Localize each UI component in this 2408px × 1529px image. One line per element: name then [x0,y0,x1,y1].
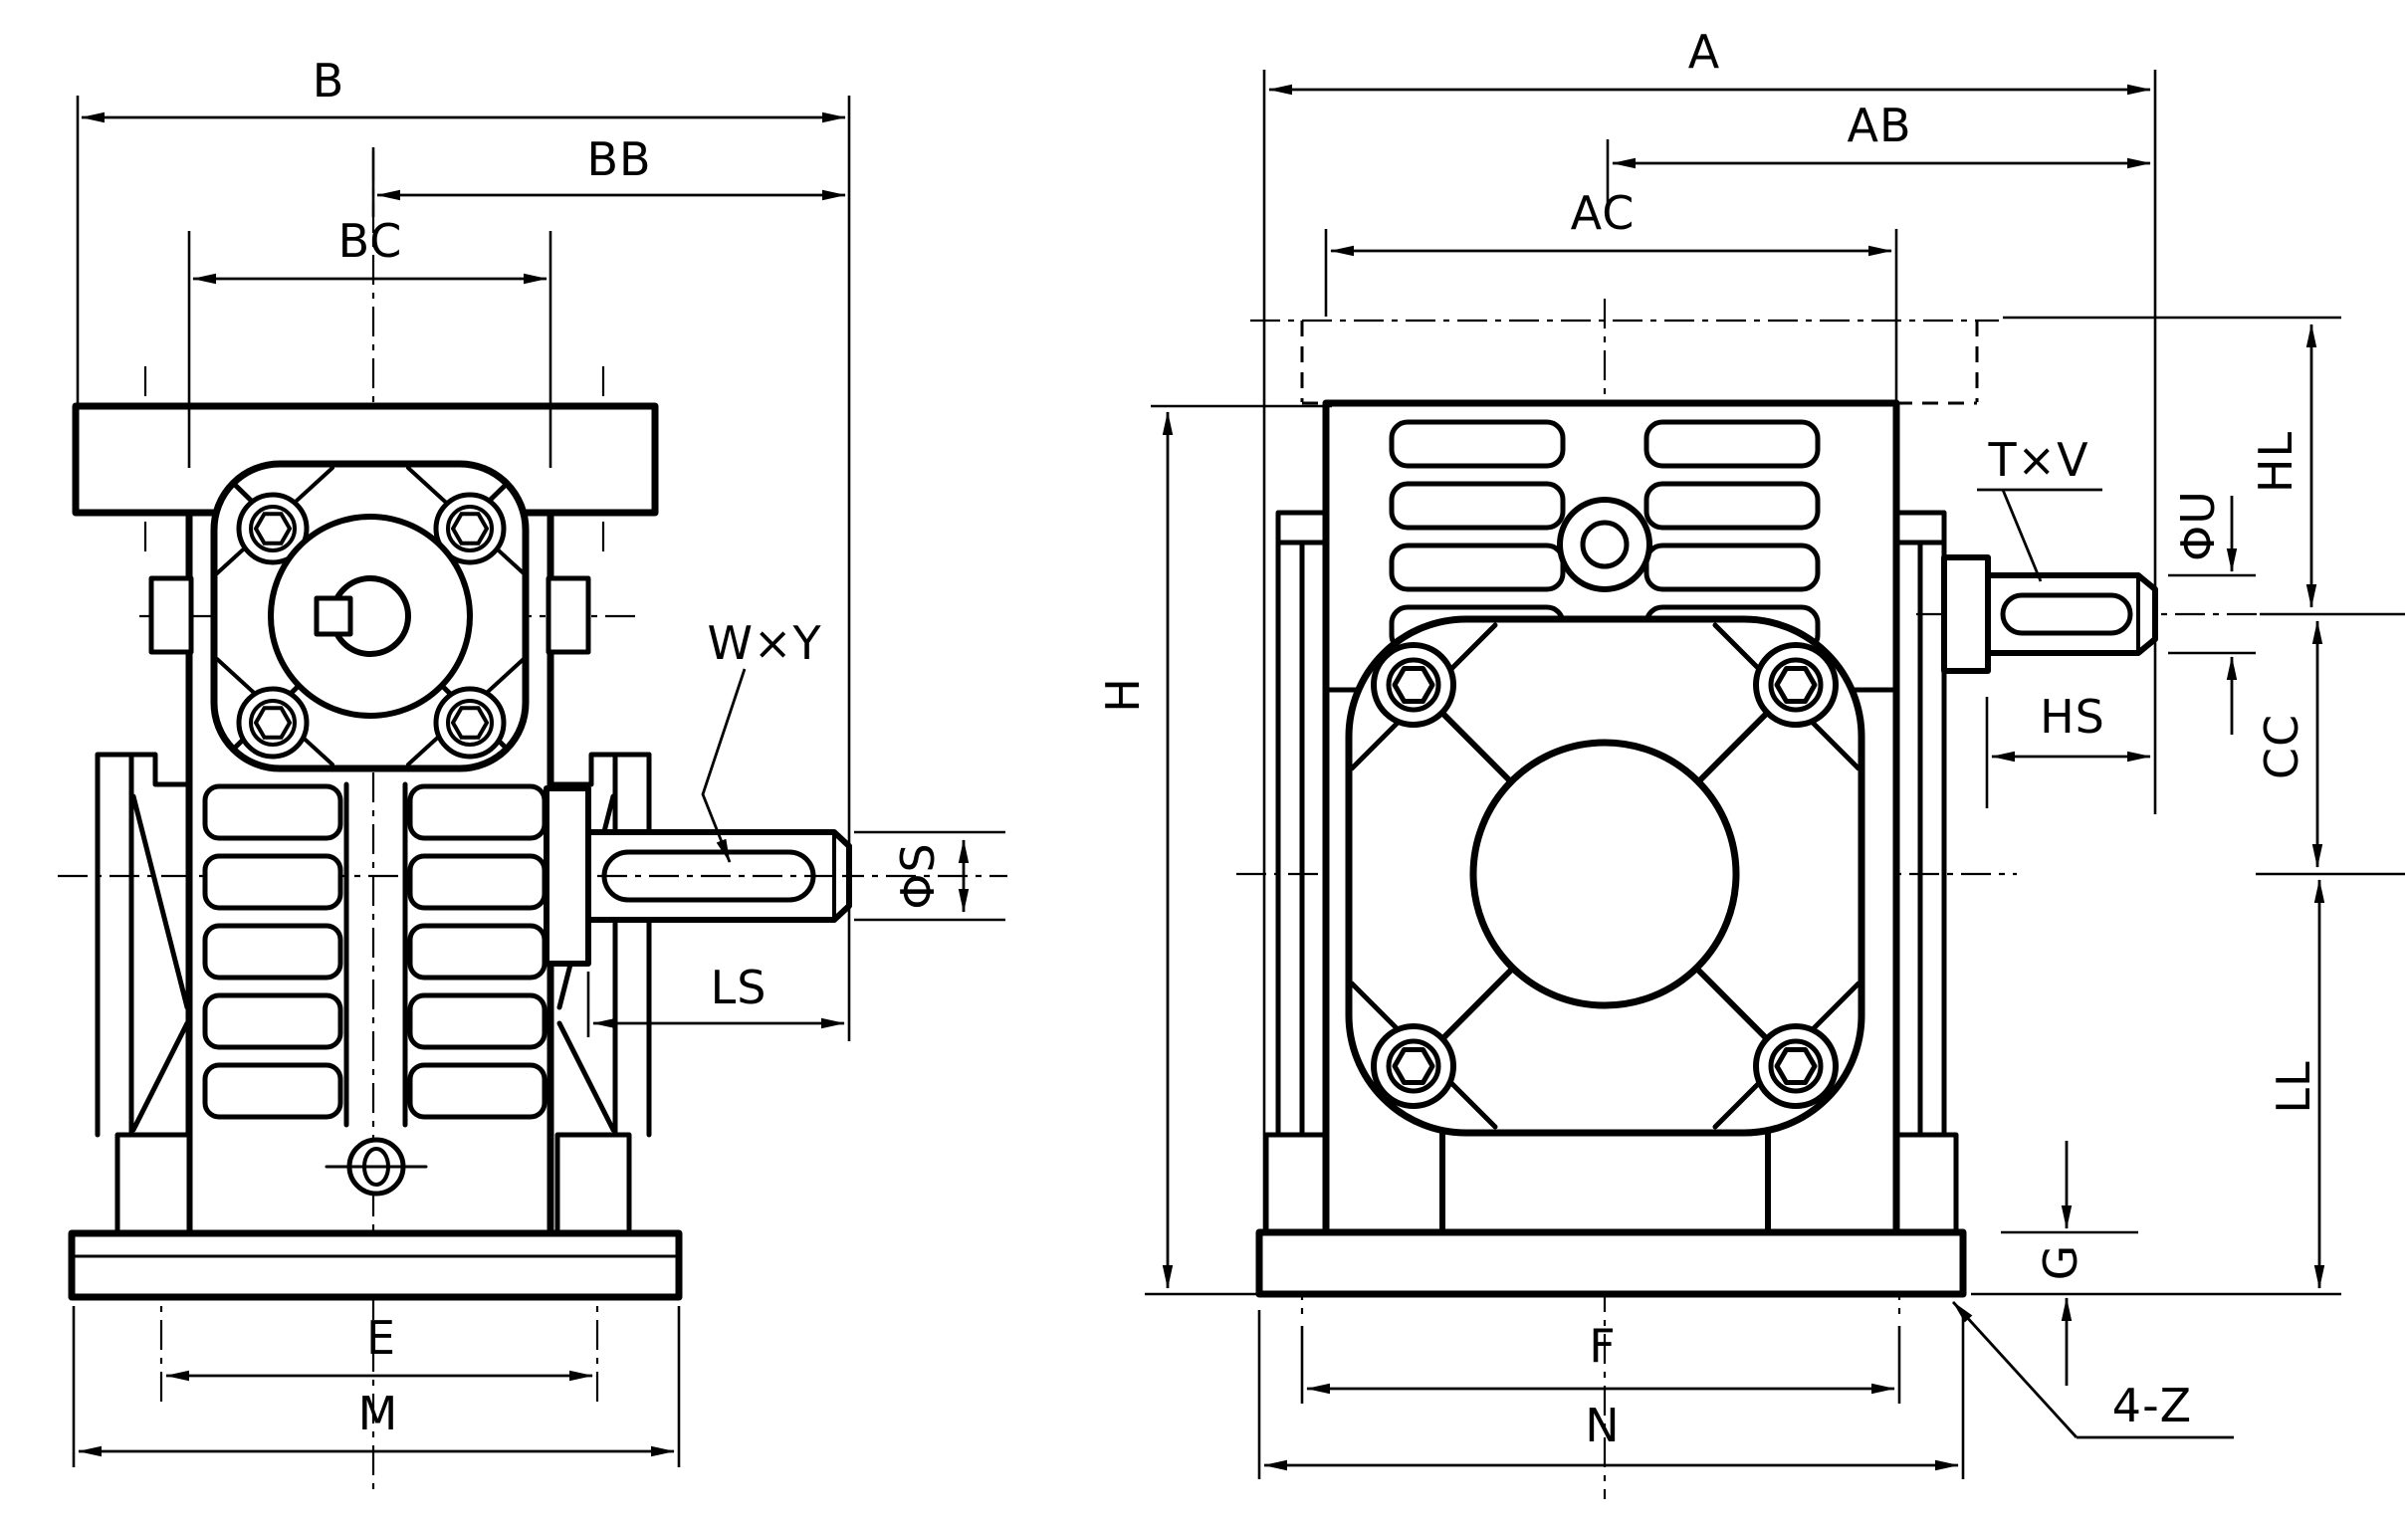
output-shaft [544,785,856,967]
dim-label-E: E [366,1311,396,1365]
dim-label-CC: CC [2255,714,2308,779]
left-bracket [95,752,192,1236]
dim-label-4Z: 4-Z [2112,1379,2192,1432]
output-flange-face [1345,615,1865,1137]
input-shaft [1941,554,2158,674]
side-view [1250,319,2158,1298]
bolt-icon [1756,645,1836,725]
side-view-dimensions: A AB AC H T×V ΦU HL CC HS [1096,25,2405,1479]
base-plate [1255,1228,1967,1298]
input-keyway [314,595,353,637]
dim-label-AB: AB [1847,99,1911,152]
front-view [68,402,856,1301]
cooling-fins-front [202,781,547,1128]
dim-label-PhiS: ΦS [891,842,945,909]
side-view-left-bracket [1263,510,1329,1235]
bolt-icon [239,689,307,757]
dim-label-BB: BB [586,132,651,186]
dim-label-AC: AC [1571,186,1636,240]
dim-label-LS: LS [711,961,767,1014]
bolt-icon [1374,1026,1453,1106]
bolt-icon [436,689,504,757]
dim-label-N: N [1585,1399,1620,1452]
dim-label-B: B [313,54,345,108]
dim-label-PhiU: ΦU [2171,490,2225,561]
input-shaft-keyway [2000,592,2133,636]
dim-label-F: F [1589,1319,1616,1373]
bolt-icon [1374,645,1453,725]
bottom-flange [68,1229,683,1301]
phantom-outline [1250,319,1999,405]
dim-label-HL: HL [2249,431,2302,493]
dim-label-H: H [1096,677,1150,713]
dim-label-BC: BC [338,214,403,268]
dim-label-M: M [358,1387,399,1440]
dim-label-TxV: T×V [1987,433,2088,487]
bolt-icon [1756,1026,1836,1106]
dim-label-HS: HS [2040,690,2105,744]
drain-plug [325,1137,428,1197]
front-view-dimensions: B BB BC W×Y ΦS LS E M [72,54,1005,1467]
dim-label-G: G [2034,1244,2087,1281]
dim-label-LL: LL [2267,1060,2320,1113]
input-flange-face [148,460,591,772]
dim-label-A: A [1688,25,1720,79]
dim-label-WxY: W×Y [707,616,821,670]
